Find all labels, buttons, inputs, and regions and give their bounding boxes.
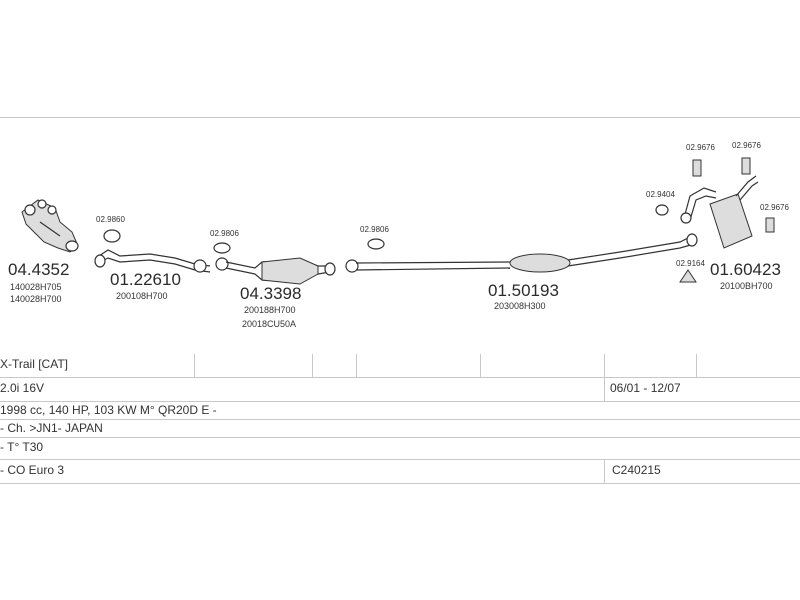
gasket-1-icon[interactable] [103,229,121,243]
part-number-rear-silencer: 01.60423 [710,260,781,279]
gasket-3-icon[interactable] [367,238,385,250]
period-cell: 06/01 - 12/07 [610,381,681,395]
part-number-front-pipe: 01.22610 [110,270,181,289]
part-number-middle-silencer: 01.50193 [488,281,559,300]
ref-manifold-1: 140028H705 [10,282,62,292]
top-divider [0,117,800,118]
ref-rear-silencer: 20100BH700 [720,281,773,291]
ref-cat-converter-2: 20018CU50A [242,319,296,329]
engine-cell: 2.0i 16V [0,381,45,395]
exhaust-diagram: 04.4352 140028H705 140028H700 02.9860 01… [8,141,789,329]
hanger-top-1-label: 02.9676 [686,143,715,152]
table-row-model: X-Trail [CAT] [0,354,800,378]
specs-cell: 1998 cc, 140 HP, 103 KW M° QR20D E - [0,403,217,417]
hanger-top-2-label: 02.9676 [732,141,761,150]
middle-silencer-drawing[interactable] [345,233,698,273]
manifold-drawing[interactable] [21,199,79,253]
gasket-right-icon[interactable] [655,204,669,216]
hanger-right-label: 02.9676 [760,203,789,212]
hanger-top-2-icon[interactable] [741,157,751,175]
gasket-2-label: 02.9806 [210,229,239,238]
hanger-right-icon[interactable] [765,217,775,233]
vehicle-info-table: X-Trail [CAT] 2.0i 16V 06/01 - 12/07 199… [0,354,800,484]
table-row-engine: 2.0i 16V 06/01 - 12/07 [0,378,800,402]
ref-manifold-2: 140028H700 [10,294,62,304]
chassis-cell: - Ch. >JN1- JAPAN [0,421,103,435]
part-number-manifold: 04.4352 [8,260,69,279]
hanger-top-1-icon[interactable] [692,159,702,177]
gasket-right-label: 02.9404 [646,190,675,199]
part-number-cat-converter: 04.3398 [240,284,301,303]
hanger-bottom-icon[interactable] [679,269,697,283]
hanger-bottom-label: 02.9164 [676,259,705,268]
ref-front-pipe: 200108H700 [116,291,168,301]
gasket-1-label: 02.9860 [96,215,125,224]
model-cell: X-Trail [CAT] [0,357,68,371]
table-row-specs: 1998 cc, 140 HP, 103 KW M° QR20D E - [0,402,800,420]
table-row-chassis: - Ch. >JN1- JAPAN [0,420,800,438]
gasket-3-label: 02.9806 [360,225,389,234]
rear-silencer-drawing[interactable] [680,175,759,249]
table-row-type: - T° T30 [0,438,800,460]
front-pipe-drawing[interactable] [94,249,211,273]
type-cell: - T° T30 [0,440,44,454]
ref-cat-converter-1: 200188H700 [244,305,296,315]
code-cell: C240215 [612,463,661,477]
ref-middle-silencer: 203008H300 [494,301,546,311]
gasket-2-icon[interactable] [213,242,231,254]
table-row-emission: - CO Euro 3 C240215 [0,460,800,484]
catalytic-converter-drawing[interactable] [215,257,336,285]
emission-cell: - CO Euro 3 [0,463,65,477]
